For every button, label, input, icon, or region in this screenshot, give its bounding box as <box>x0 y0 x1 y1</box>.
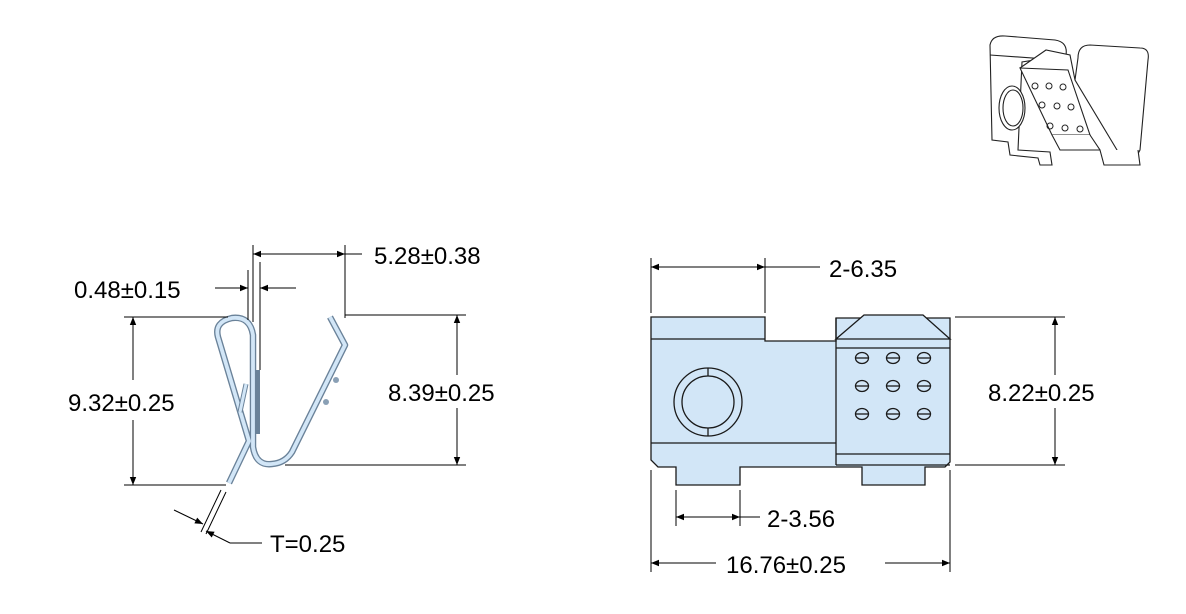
dim-foot-width: 2-3.56 <box>767 506 835 533</box>
dim-thickness: T=0.25 <box>270 531 345 558</box>
hole-grid <box>854 351 932 421</box>
iso-holes <box>1031 82 1084 133</box>
dim-height-left: 9.32±0.25 <box>68 390 175 417</box>
isometric-view <box>989 35 1149 166</box>
dim-overall-width: 16.76±0.25 <box>726 552 846 579</box>
dim-height-right: 8.39±0.25 <box>388 380 495 407</box>
side-view: 5.28±0.38 0.48±0.15 9.32±0.25 8.39±0.25 … <box>68 243 495 558</box>
dim-gap: 0.48±0.15 <box>74 277 181 304</box>
dim-width-top: 5.28±0.38 <box>374 243 481 270</box>
dim-top-width: 2-6.35 <box>829 256 897 283</box>
front-view: 2-6.35 8.22±0.25 2-3.56 16.76±0.25 <box>650 256 1095 579</box>
boss-inner <box>681 375 735 429</box>
dim-height: 8.22±0.25 <box>988 380 1095 407</box>
